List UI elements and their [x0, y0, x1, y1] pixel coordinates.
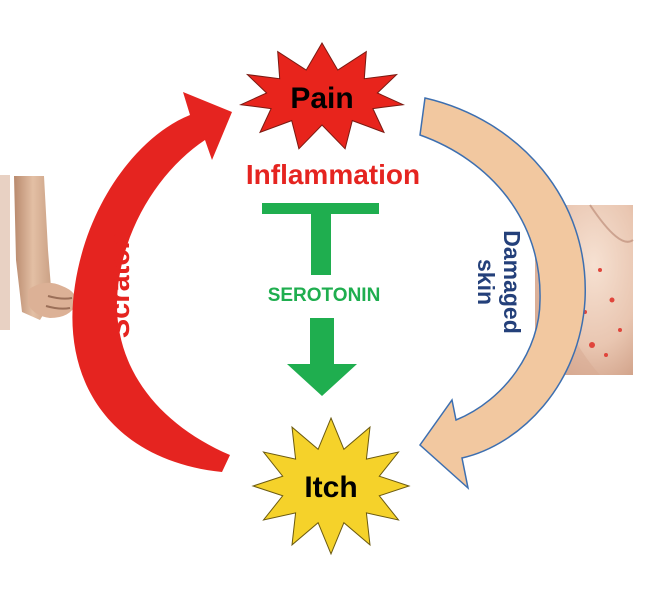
itch-label: Itch: [304, 471, 357, 504]
damaged-skin-label-line1: Damaged: [499, 230, 525, 334]
pain-burst: Pain: [238, 42, 406, 150]
damaged-skin-arrow: [419, 97, 586, 491]
serotonin-down-arrow: [287, 318, 357, 396]
inhibition-symbol: [262, 203, 379, 275]
scratch-arrow: [72, 92, 232, 472]
damaged-skin-label-line2: skin: [473, 259, 499, 305]
damaged-skin-label: Damaged skin: [473, 230, 525, 334]
pain-label: Pain: [290, 82, 353, 115]
serotonin-label: SEROTONIN: [268, 285, 381, 306]
itch-burst: Itch: [251, 416, 411, 556]
inflammation-label: Inflammation: [246, 159, 420, 190]
hand-scratching-photo: [0, 175, 80, 330]
scratch-label: Scratch: [104, 232, 136, 338]
